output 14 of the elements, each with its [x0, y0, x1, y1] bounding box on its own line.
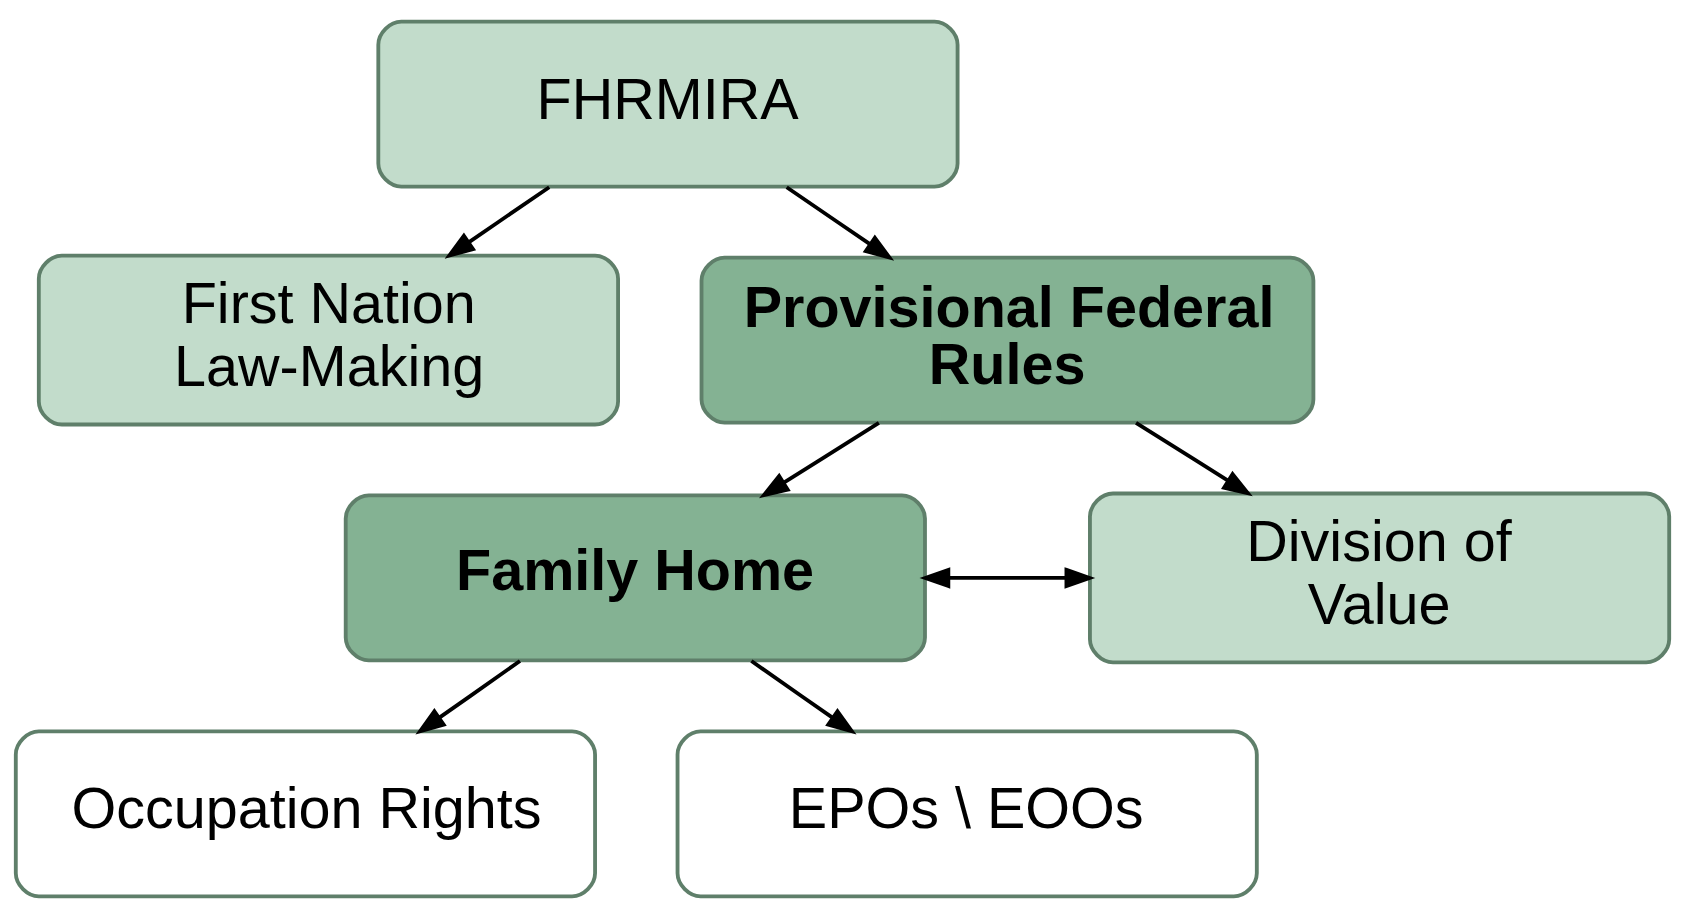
node-box: First Nation Law-Making: [36, 253, 620, 427]
arrow: [919, 567, 1096, 589]
arrow: [759, 421, 880, 499]
node-box: Occupation Rights: [13, 729, 597, 899]
node-box: Provisional Federal Rules: [699, 255, 1316, 425]
node-box: Division of Value: [1088, 491, 1672, 665]
node-box: EPOs \ EOOs: [675, 729, 1259, 899]
arrow: [415, 659, 522, 735]
arrow: [1135, 421, 1253, 497]
arrow: [444, 185, 551, 259]
node-box: Family Home: [343, 493, 927, 663]
arrow: [785, 185, 895, 261]
node-box: FHRMIRA: [376, 19, 960, 189]
arrow: [750, 659, 857, 735]
